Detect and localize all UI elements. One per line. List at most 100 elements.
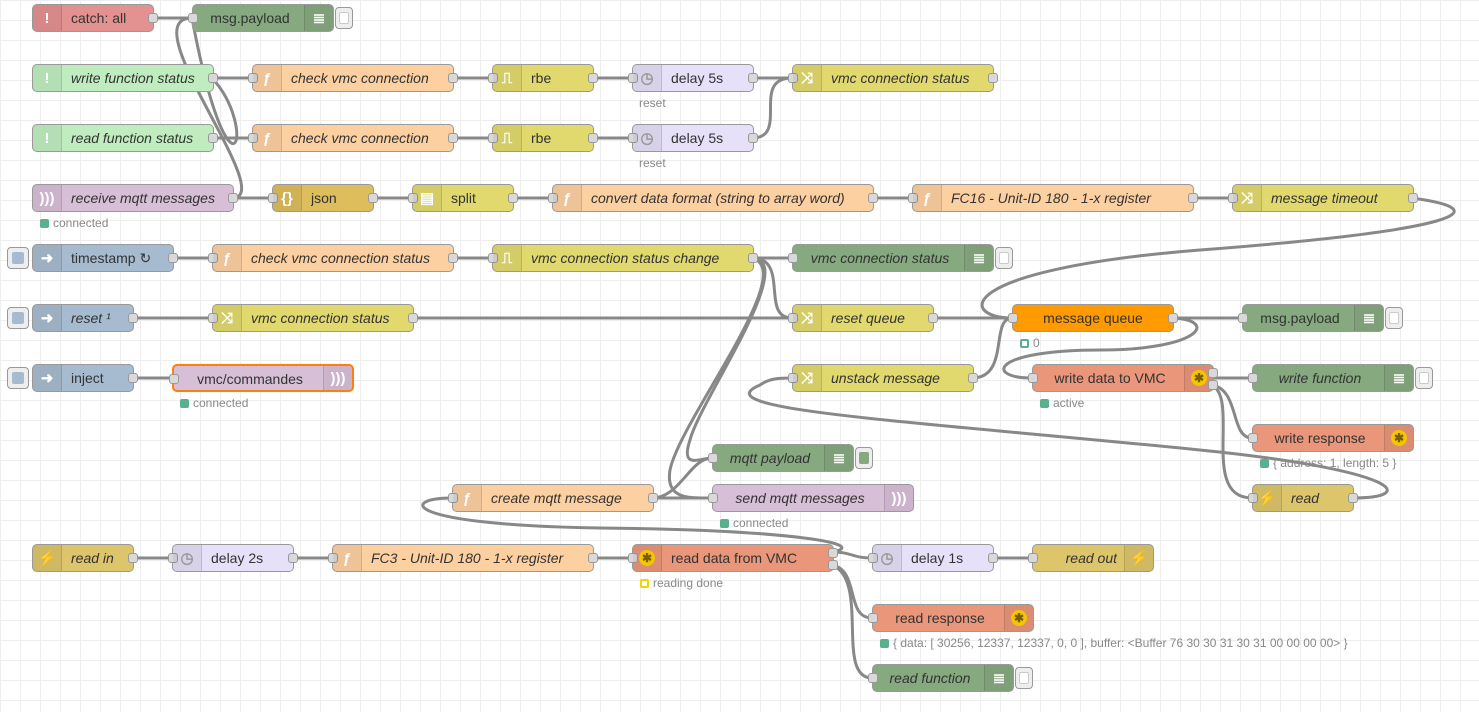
vmc-connection-status-change-node[interactable]: ⤨ vmc connection status [788, 64, 998, 92]
create-mqtt-message-node[interactable]: ƒ create mqtt message [448, 484, 658, 512]
delay-2s-node[interactable]: ◷ delay 2s [168, 544, 298, 572]
wire[interactable] [980, 196, 1456, 320]
vmc-connection-status-change-rbe-node[interactable]: ⎍ vmc connection status change [488, 244, 758, 272]
input-port[interactable] [248, 73, 258, 83]
read-out-link-node[interactable]: read out ⚡ [1028, 544, 1154, 572]
timestamp-inject-node[interactable]: ➜ timestamp ↻ [7, 244, 178, 272]
vmc-commandes-mqtt-out-node[interactable]: vmc/commandes ))) [169, 364, 354, 392]
output-port[interactable] [448, 73, 458, 83]
output-port[interactable] [448, 253, 458, 263]
json-node[interactable]: {} json [268, 184, 378, 212]
input-port[interactable] [908, 193, 918, 203]
fc16-node[interactable]: ƒ FC16 - Unit-ID 180 - 1-x register [908, 184, 1198, 212]
output-port[interactable] [928, 313, 938, 323]
debug-msg-payload-node[interactable]: msg.payload ≣ [1238, 304, 1403, 332]
debug-toggle-button[interactable] [1015, 667, 1033, 689]
input-port[interactable] [628, 133, 638, 143]
output-port[interactable] [1208, 380, 1218, 390]
output-port[interactable] [588, 133, 598, 143]
wire[interactable] [667, 256, 765, 500]
input-port[interactable] [488, 253, 498, 263]
input-port[interactable] [408, 193, 418, 203]
delay-node[interactable]: ◷ delay 5s [628, 124, 758, 152]
output-port[interactable] [588, 553, 598, 563]
input-port[interactable] [788, 73, 798, 83]
read-response-node[interactable]: read response ✱ [868, 604, 1034, 632]
wire[interactable] [747, 376, 1389, 500]
input-port[interactable] [628, 73, 638, 83]
message-queue-node[interactable]: message queue [1008, 304, 1178, 332]
message-timeout-node[interactable]: ⤨ message timeout [1228, 184, 1418, 212]
input-port[interactable] [628, 553, 638, 563]
input-port[interactable] [708, 453, 718, 463]
output-port[interactable] [748, 253, 758, 263]
input-port[interactable] [328, 553, 338, 563]
read-in-link-node[interactable]: ⚡ read in [32, 544, 138, 572]
output-port[interactable] [828, 560, 838, 570]
output-port[interactable] [748, 133, 758, 143]
output-port[interactable] [448, 133, 458, 143]
output-port[interactable] [1348, 493, 1358, 503]
output-port[interactable] [988, 73, 998, 83]
catch-all-node[interactable]: ! catch: all [32, 4, 158, 32]
input-port[interactable] [548, 193, 558, 203]
wire[interactable] [1211, 383, 1253, 440]
input-port[interactable] [1248, 493, 1258, 503]
input-port[interactable] [1028, 373, 1038, 383]
convert-data-format-node[interactable]: ƒ convert data format (string to array w… [548, 184, 878, 212]
output-port[interactable] [1208, 368, 1218, 378]
debug-toggle-button[interactable] [1415, 367, 1433, 389]
check-vmc-connection-node[interactable]: ƒ check vmc connection [248, 64, 458, 92]
delay-node[interactable]: ◷ delay 5s [628, 64, 758, 92]
input-port[interactable] [1248, 373, 1258, 383]
output-port[interactable] [128, 373, 138, 383]
debug-toggle-button[interactable] [1385, 307, 1403, 329]
read-data-from-vmc-node[interactable]: ✱ read data from VMC [628, 544, 838, 572]
input-port[interactable] [788, 373, 798, 383]
debug-toggle-button[interactable] [855, 447, 873, 469]
wire[interactable] [751, 256, 793, 320]
output-port[interactable] [208, 73, 218, 83]
output-port[interactable] [828, 548, 838, 558]
output-port[interactable] [128, 553, 138, 563]
inject-button[interactable] [7, 307, 29, 329]
input-port[interactable] [1238, 313, 1248, 323]
mqtt-payload-debug-node[interactable]: mqtt payload ≣ [708, 444, 873, 472]
output-port[interactable] [228, 193, 238, 203]
debug-msg-payload-node[interactable]: msg.payload ≣ [188, 4, 353, 32]
write-function-debug-node[interactable]: write function ≣ [1248, 364, 1433, 392]
output-port[interactable] [1188, 193, 1198, 203]
write-function-status-node[interactable]: ! write function status [32, 64, 218, 92]
input-port[interactable] [448, 493, 458, 503]
wire[interactable] [831, 550, 873, 560]
input-port[interactable] [1228, 193, 1238, 203]
wire[interactable] [751, 76, 793, 140]
output-port[interactable] [288, 553, 298, 563]
read-link-in-node[interactable]: ⚡ read [1248, 484, 1358, 512]
wire[interactable] [421, 496, 844, 554]
input-port[interactable] [268, 193, 278, 203]
inject-button[interactable] [7, 367, 29, 389]
input-port[interactable] [168, 553, 178, 563]
inject-button[interactable] [7, 247, 29, 269]
wire[interactable] [651, 456, 713, 500]
check-vmc-connection-node[interactable]: ƒ check vmc connection [248, 124, 458, 152]
input-port[interactable] [488, 73, 498, 83]
input-port[interactable] [488, 133, 498, 143]
debug-vmc-connection-status-node[interactable]: vmc connection status ≣ [788, 244, 1013, 272]
fc3-node[interactable]: ƒ FC3 - Unit-ID 180 - 1-x register [328, 544, 598, 572]
rbe-node[interactable]: ⎍ rbe [488, 124, 598, 152]
output-port[interactable] [988, 553, 998, 563]
input-port[interactable] [788, 253, 798, 263]
input-port[interactable] [248, 133, 258, 143]
check-vmc-connection-status-node[interactable]: ƒ check vmc connection status [208, 244, 458, 272]
input-port[interactable] [1248, 433, 1258, 443]
wire[interactable] [1211, 383, 1253, 500]
output-port[interactable] [148, 13, 158, 23]
read-function-status-node[interactable]: ! read function status [32, 124, 218, 152]
input-port[interactable] [868, 673, 878, 683]
output-port[interactable] [1168, 313, 1178, 323]
input-port[interactable] [208, 253, 218, 263]
output-port[interactable] [168, 253, 178, 263]
